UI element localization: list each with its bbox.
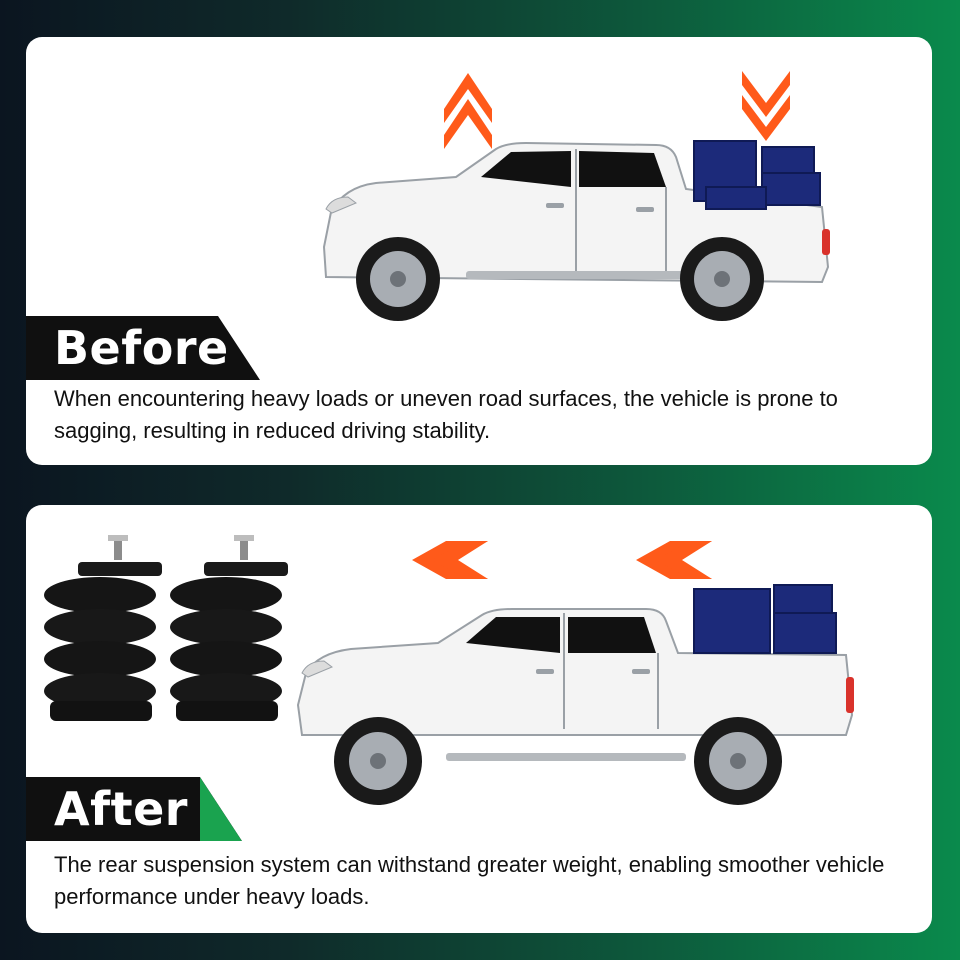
before-illustration bbox=[322, 71, 830, 321]
before-card: Before When encountering heavy loads or … bbox=[26, 37, 932, 465]
before-title: Before bbox=[54, 321, 229, 375]
cargo-boxes bbox=[693, 140, 821, 210]
before-label: Before bbox=[26, 316, 260, 380]
chevron-up-icon bbox=[444, 73, 492, 149]
after-label: After bbox=[26, 777, 242, 841]
chevron-left-icon bbox=[636, 541, 712, 579]
truck-level bbox=[296, 608, 854, 805]
after-card: After The rear suspension system can wit… bbox=[26, 505, 932, 933]
chevron-left-icon bbox=[412, 541, 488, 579]
air-spring-left bbox=[44, 535, 162, 721]
before-description: When encountering heavy loads or uneven … bbox=[54, 386, 838, 443]
chevron-down-icon bbox=[742, 71, 790, 141]
after-illustration bbox=[44, 535, 854, 805]
truck-sagging bbox=[322, 141, 830, 321]
after-description: The rear suspension system can withstand… bbox=[54, 852, 885, 909]
air-spring-right bbox=[170, 535, 288, 721]
cargo-boxes bbox=[693, 584, 837, 654]
after-title: After bbox=[54, 782, 188, 836]
